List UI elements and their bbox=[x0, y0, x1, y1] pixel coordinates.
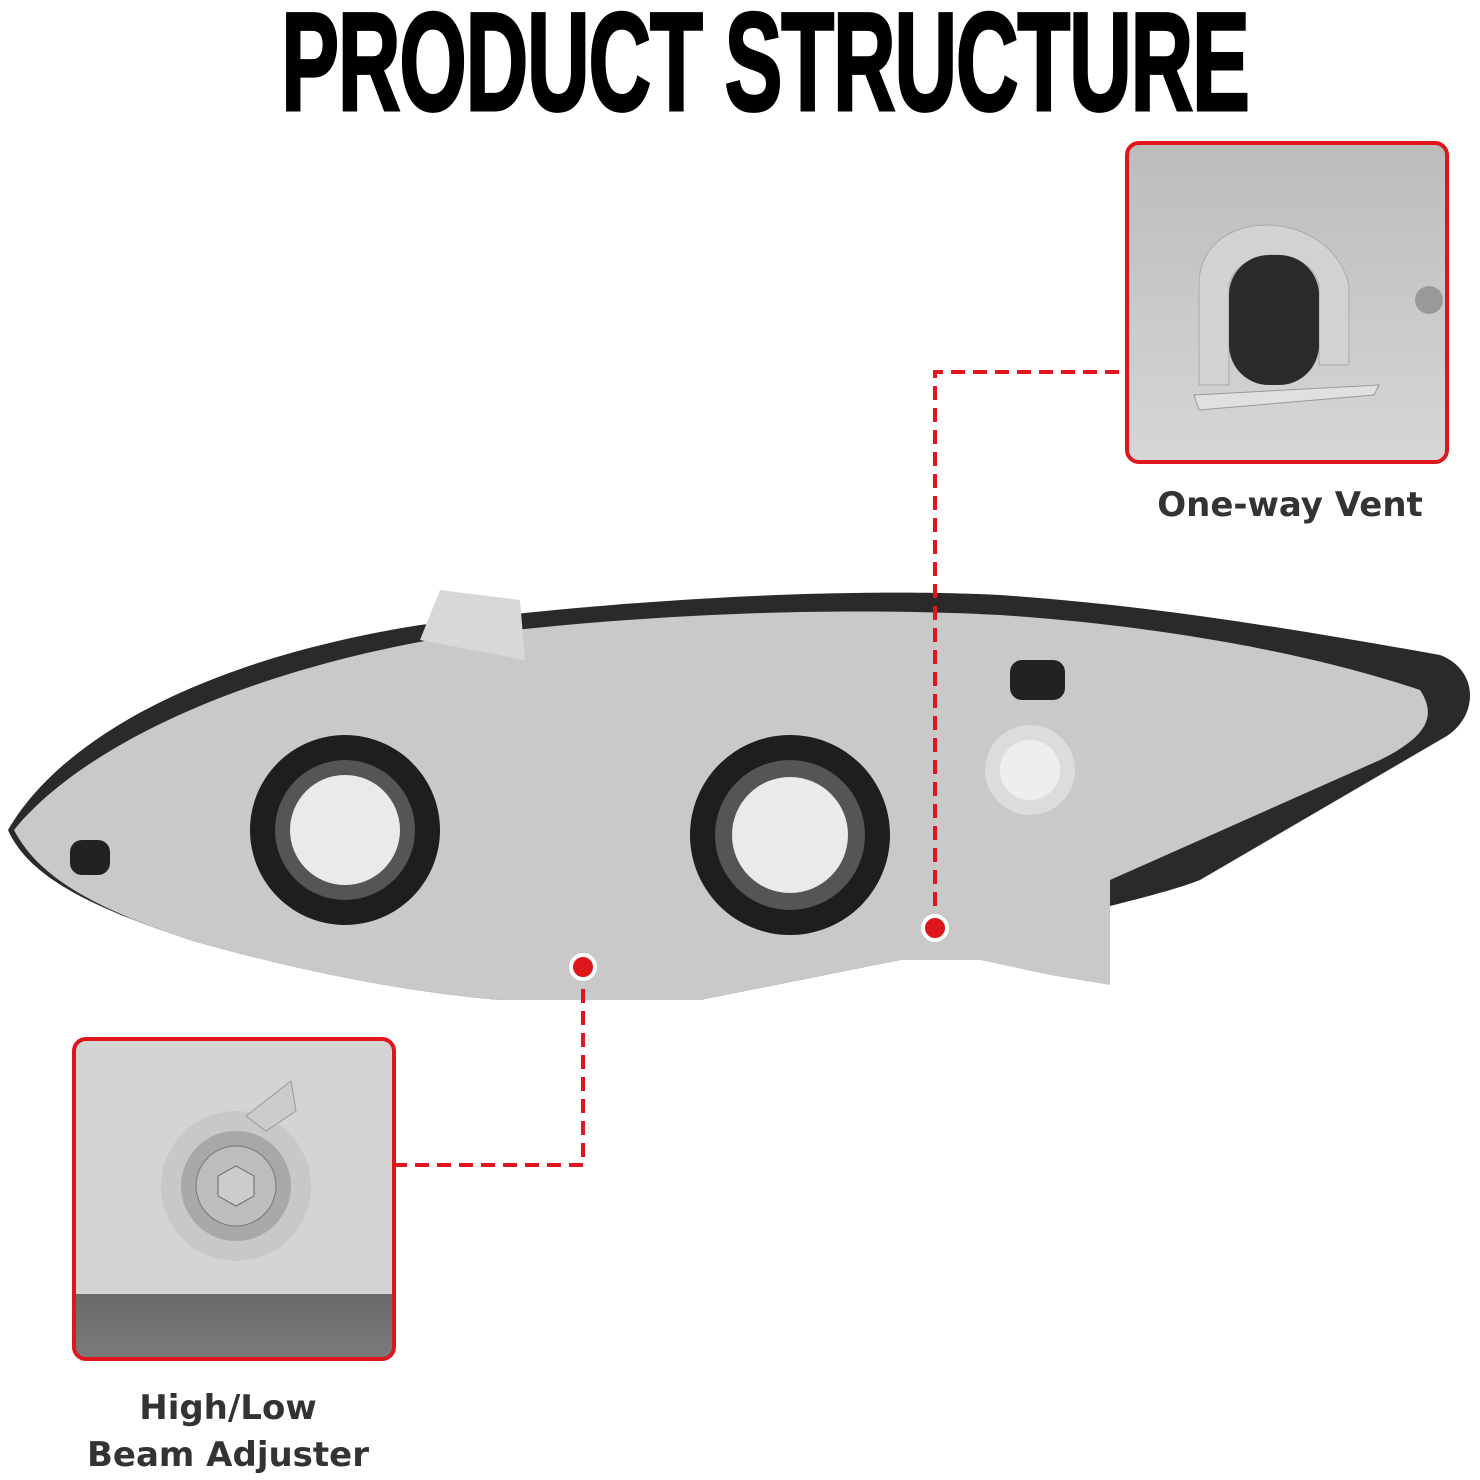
adjuster-marker-dot bbox=[569, 953, 597, 981]
page-title: PRODUCT STRUCTURE bbox=[280, 0, 1251, 140]
adjuster-detail-inset bbox=[72, 1037, 396, 1361]
adjuster-label-line2: Beam Adjuster bbox=[86, 1435, 369, 1475]
adjuster-label-line1: High/Low bbox=[139, 1388, 317, 1428]
vent-marker-dot bbox=[921, 914, 949, 942]
connector-line-adjuster bbox=[395, 967, 585, 1167]
high-beam-socket bbox=[690, 735, 890, 935]
low-beam-socket bbox=[250, 735, 440, 925]
vent-detail-image bbox=[1193, 224, 1443, 411]
connector-line-vent bbox=[933, 370, 1125, 928]
adjuster-detail-image bbox=[161, 1080, 311, 1261]
vent-label: One-way Vent bbox=[1157, 485, 1423, 525]
vent-detail-inset bbox=[1125, 141, 1449, 464]
signal-socket bbox=[985, 725, 1075, 815]
